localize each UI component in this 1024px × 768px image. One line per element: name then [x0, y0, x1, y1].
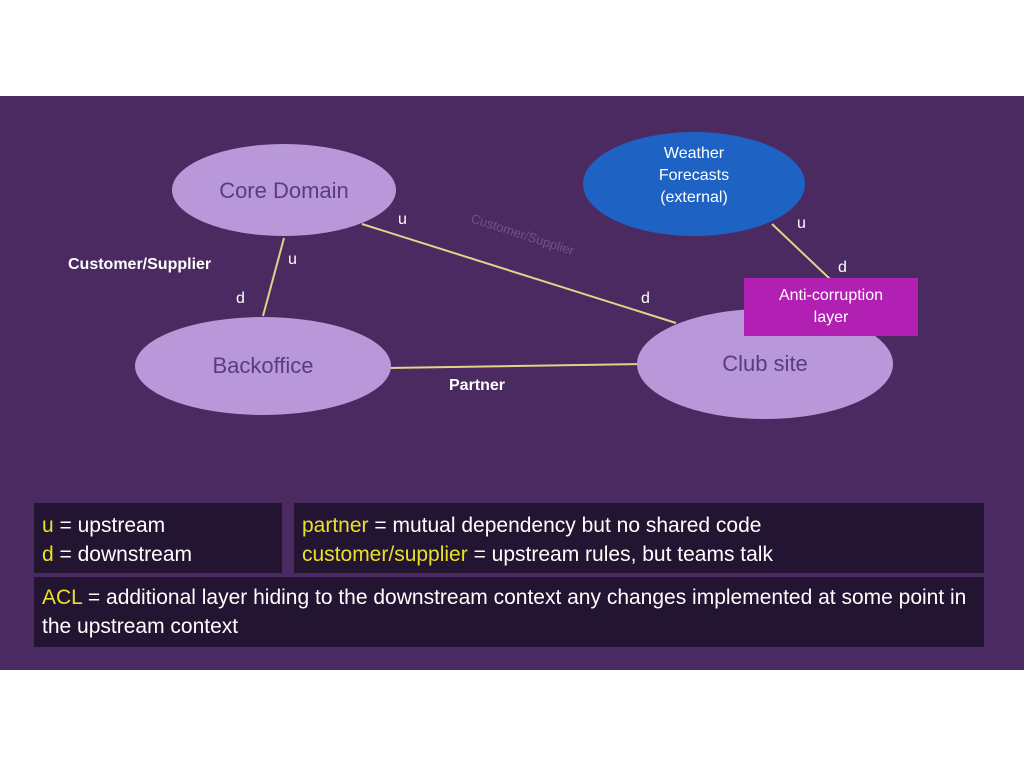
weather-label-line-1: Weather — [664, 145, 725, 162]
legend-partner-text: = mutual dependency but no shared code — [374, 514, 762, 537]
weather-label-line-3: (external) — [660, 189, 728, 206]
legend-partner-row: partner = mutual dependency but no share… — [302, 511, 976, 540]
legend-relationships: partner = mutual dependency but no share… — [294, 503, 984, 573]
backoffice-label: Backoffice — [212, 353, 313, 378]
edge-core-clubsite — [361, 223, 677, 324]
legend-u-key: u — [42, 514, 54, 537]
edge-mark-weather-club-u: u — [797, 215, 806, 232]
acl-box-line-2: layer — [813, 309, 849, 326]
legend-acl-key: ACL — [42, 586, 83, 609]
legend-u-row: u = upstream — [42, 511, 274, 540]
legend-customer-supplier-row: customer/supplier = upstream rules, but … — [302, 540, 976, 569]
edge-core-backoffice — [262, 237, 285, 317]
anti-corruption-layer-box: Anti-corruption layer — [744, 278, 918, 336]
legend-d-row: d = downstream — [42, 540, 274, 569]
core-domain-node — [172, 144, 396, 236]
club-site-node — [637, 309, 893, 419]
context-map-diagram: Customer/Supplier Core Domain Backoffice… — [68, 132, 893, 419]
edge-mark-core-club-d: d — [641, 290, 650, 307]
legend-upstream-downstream: u = upstream d = downstream — [34, 503, 282, 573]
edge-backoffice-clubsite — [387, 363, 641, 369]
weather-label-line-2: Forecasts — [659, 167, 729, 184]
edge-mark-weather-club-d: d — [838, 259, 847, 276]
weather-forecasts-node — [583, 132, 805, 236]
legend-cs-text: = upstream rules, but teams talk — [473, 543, 773, 566]
legend-partner-key: partner — [302, 514, 369, 537]
legend-d-key: d — [42, 543, 54, 566]
legend-d-text: = downstream — [59, 543, 193, 566]
slide: Customer/Supplier Core Domain Backoffice… — [0, 96, 1024, 670]
edge-weather-acl — [771, 223, 831, 280]
faint-edge-label: Customer/Supplier — [469, 211, 577, 259]
partner-label: Partner — [449, 377, 505, 394]
backoffice-node — [135, 317, 391, 415]
customer-supplier-label: Customer/Supplier — [68, 256, 211, 273]
acl-box-line-1: Anti-corruption — [778, 287, 884, 304]
legend-u-text: = upstream — [59, 514, 166, 537]
edge-mark-core-back-u: u — [288, 251, 297, 268]
core-domain-label: Core Domain — [219, 178, 349, 203]
legend-acl-text: = additional layer hiding to the downstr… — [42, 586, 967, 638]
legend-acl: ACL = additional layer hiding to the dow… — [34, 577, 984, 647]
club-site-label: Club site — [722, 351, 808, 376]
edge-mark-core-club-u: u — [398, 211, 407, 228]
legend-cs-key: customer/supplier — [302, 543, 468, 566]
edge-mark-core-back-d: d — [236, 290, 245, 307]
